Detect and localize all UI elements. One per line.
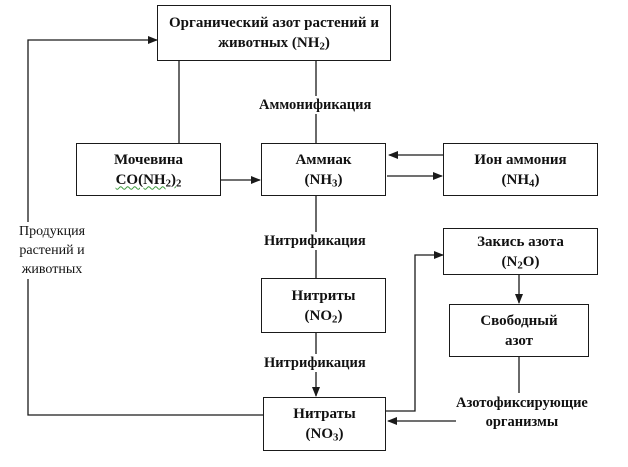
node-nitrates: Нитраты (NO3) — [263, 397, 386, 451]
free-line2: азот — [504, 332, 534, 349]
nitrous-line1: Закись азота — [477, 233, 564, 250]
node-ammonia: Аммиак (NH3) — [261, 143, 386, 196]
nitrous-line2-pre: (N — [501, 253, 518, 270]
edge-nitrates-nitrous — [385, 251, 444, 412]
urea-line2-post: ) — [171, 171, 176, 188]
ammonium-line2-post: ) — [534, 171, 540, 188]
nitrous-line2-sub: 2 — [517, 259, 523, 272]
organic-line2-pre: животных (NH — [218, 35, 320, 51]
organic-line1: Органический азот растений и — [169, 15, 379, 31]
production-line2: растений и — [19, 243, 85, 258]
free-line1: Свободный — [480, 312, 558, 329]
nitrates-line2-pre: (NO — [305, 426, 334, 442]
ammonia-line1: Аммиак — [295, 151, 352, 168]
node-ammonium-ion: Ион аммония (NH4) — [443, 143, 598, 196]
production-line1: Продукция — [18, 224, 86, 239]
label-nitrification-1: Нитрификация — [264, 232, 366, 250]
ammonia-line2-post: ) — [337, 171, 343, 188]
nitrites-line2-post: ) — [337, 307, 343, 324]
ammonium-line2-sub: 4 — [529, 177, 535, 190]
label-ammonification: Аммонификация — [259, 96, 372, 114]
nitrous-line2-post: O) — [522, 253, 540, 270]
ammonium-line2-pre: (NH — [501, 171, 530, 188]
urea-line2-pre: CO(NH — [115, 171, 166, 188]
organic-line2-post: ) — [324, 35, 330, 51]
label-production-loop: Продукция растений и животных — [6, 222, 98, 279]
ammonium-line1: Ион аммония — [474, 151, 567, 168]
ammonia-line2-pre: (NH — [304, 171, 333, 188]
production-line3: животных — [21, 262, 83, 277]
node-free-nitrogen: Свободный азот — [449, 304, 589, 357]
node-nitrites: Нитриты (NO2) — [261, 278, 386, 333]
urea-line2-sub: 2 — [165, 177, 171, 190]
node-nitrous-oxide: Закись азота (N2O) — [443, 228, 598, 275]
nitrites-line2-sub: 2 — [332, 313, 338, 326]
urea-line2-tail-sub: 2 — [176, 177, 182, 190]
urea-line1: Мочевина — [113, 151, 184, 168]
node-urea: Мочевина CO(NH2)2 — [76, 143, 221, 196]
ammonia-line2-sub: 3 — [332, 177, 338, 190]
nitrates-line2-sub: 3 — [333, 431, 339, 444]
fixers-line1: Азотофиксирующие — [456, 395, 588, 411]
nitrites-line1: Нитриты — [291, 287, 356, 304]
organic-line2-sub: 2 — [319, 40, 325, 53]
nitrites-line2-pre: (NO — [304, 307, 333, 324]
nitrates-line2-post: ) — [338, 426, 344, 442]
fixers-line2: организмы — [485, 414, 559, 430]
label-nitrification-2: Нитрификация — [264, 354, 366, 372]
node-organic-nitrogen: Органический азот растений и животных (N… — [157, 5, 391, 61]
nitrates-line1: Нитраты — [293, 406, 356, 422]
label-nitrogen-fixers: Азотофиксирующие организмы — [456, 394, 588, 432]
